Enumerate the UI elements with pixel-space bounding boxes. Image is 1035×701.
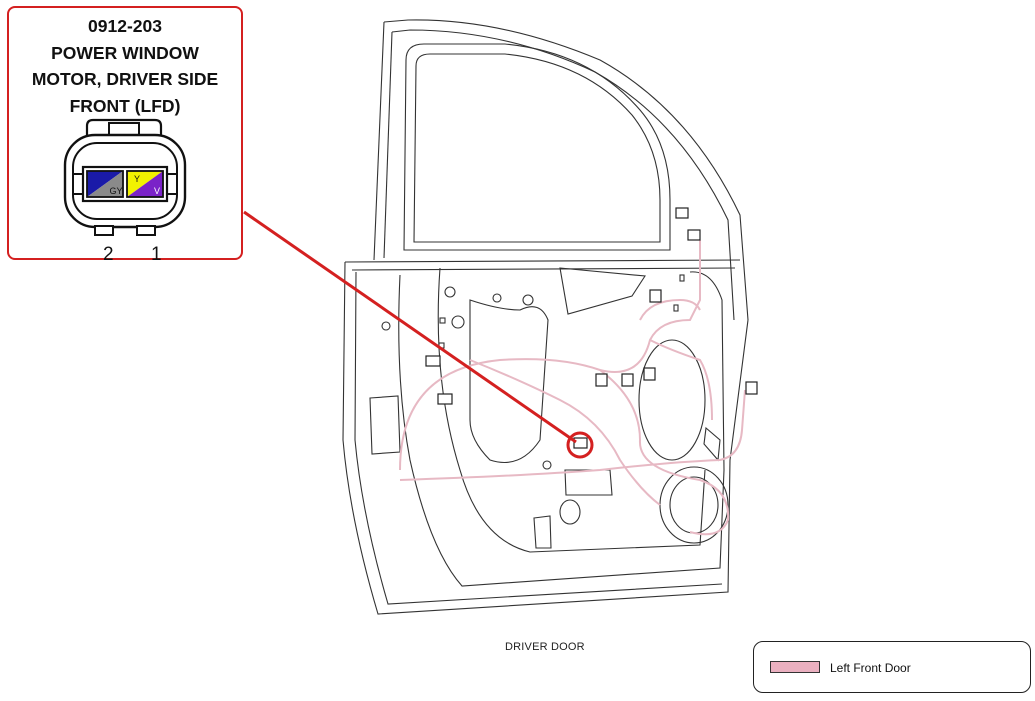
pin-2-cavity: GY <box>86 170 124 198</box>
pin-1-color-b <box>127 171 163 197</box>
connector-foot-left <box>94 225 114 236</box>
connector-face: GY Y V <box>63 118 187 236</box>
pin-number-2: 2 <box>103 244 114 265</box>
pin-1-wire-label: Y <box>134 174 140 184</box>
connector-callout: 0912-203 POWER WINDOW MOTOR, DRIVER SIDE… <box>7 6 243 265</box>
connector-ear-left <box>72 173 84 195</box>
connector-title-line-3: FRONT (LFD) <box>69 95 181 116</box>
pin-number-1: 1 <box>151 244 162 265</box>
connector-latch <box>85 118 163 136</box>
pin-2-wire-label: GY <box>109 186 122 196</box>
connector-ear-right <box>166 173 178 195</box>
connector-latch-tab <box>108 122 140 136</box>
view-label: DRIVER DOOR <box>505 641 585 653</box>
connector-foot-right <box>136 225 156 236</box>
connector-title-line-1: POWER WINDOW <box>51 42 199 63</box>
legend-label-left-front-door: Left Front Door <box>830 661 911 675</box>
pin-1-cavity: Y V <box>126 170 164 198</box>
callout-leader-line <box>243 210 577 444</box>
connector-title-line-2: MOTOR, DRIVER SIDE <box>31 69 219 89</box>
callout-target-circle <box>566 431 594 459</box>
door-harness <box>399 240 746 536</box>
door-outline <box>342 19 749 615</box>
legend-swatch-left-front-door <box>770 661 820 673</box>
legend-box: Left Front Door <box>753 641 1031 693</box>
connector-title: 0912-203 POWER WINDOW MOTOR, DRIVER SIDE… <box>9 13 241 119</box>
pin-1-wire-label-2: V <box>154 186 160 196</box>
pin-2-color-b <box>87 171 123 197</box>
connector-part-number: 0912-203 <box>88 16 162 36</box>
door-connectors <box>425 207 758 449</box>
